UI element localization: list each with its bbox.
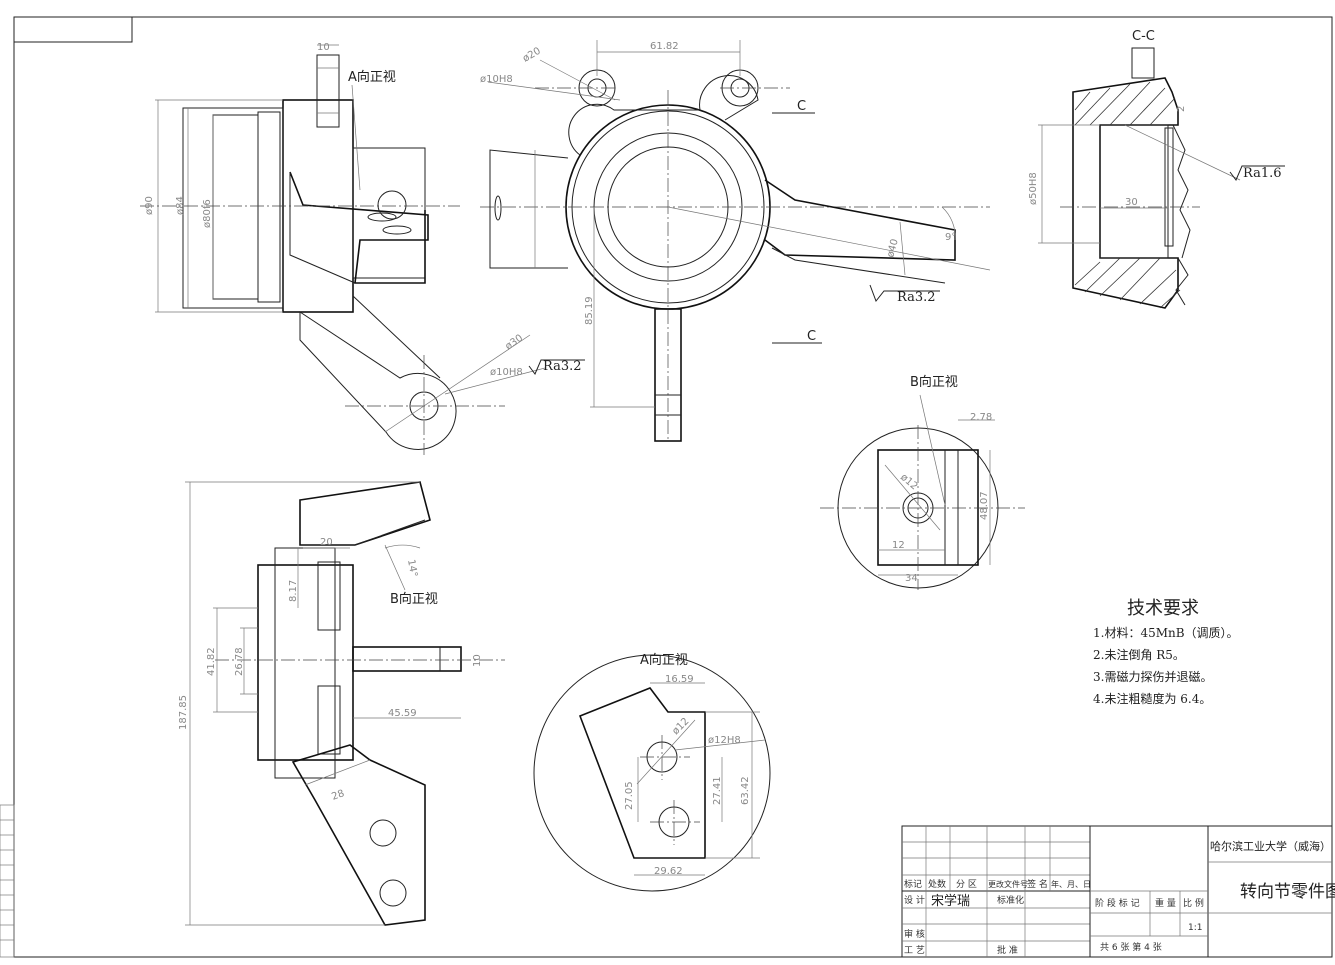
left-margin-strips	[0, 804, 15, 958]
hdr-date: 年、月、日	[1051, 879, 1091, 889]
dim-dia-12: ø12	[898, 472, 920, 493]
a-view-title: A向正视	[640, 652, 688, 668]
weight-label: 重 量	[1155, 897, 1176, 909]
roughness-ra32: Ra3.2	[543, 359, 582, 374]
a-view-detail: A向正视 16.59 ø12 ø12H8 27.05 27.41 63.42 2…	[533, 652, 771, 892]
section-mark-c-top: C	[797, 99, 806, 114]
roughness-symbol	[1229, 165, 1285, 181]
dim-dia-10h8: ø10H8	[480, 74, 513, 85]
dim-26-78: 26.78	[234, 647, 245, 676]
dim-28: 28	[330, 788, 346, 803]
tech-item-2: 2.未注倒角 R5。	[1093, 647, 1185, 662]
title-block: 标记 处数 分 区 更改文件号 签 名 年、月、日 设 计 标准化 审 核 工 …	[901, 825, 1335, 958]
code-box	[13, 16, 133, 43]
dim-dia-10h8: ø10H8	[490, 367, 523, 378]
main-front-view: Ra3.2 ø10H8 ø20 61.82 85.19 ø40 9° C C	[480, 40, 991, 442]
hdr-zone: 分 区	[956, 879, 977, 890]
a-view-label: A向正视	[348, 69, 396, 85]
sheet-count: 共 6 张 第 4 张	[1100, 941, 1162, 953]
dim-dia-20: ø20	[521, 46, 543, 65]
dim-34: 34	[905, 573, 918, 584]
dim-63-42: 63.42	[740, 776, 751, 805]
tech-item-3: 3.需磁力探伤并退磁。	[1093, 669, 1212, 684]
dim-10: 10	[472, 654, 483, 667]
dim-8-17: 8.17	[288, 580, 299, 602]
designer-name: 宋学瑞	[931, 893, 970, 909]
dim-dia-40: ø40	[885, 238, 901, 259]
hdr-count: 处数	[928, 878, 946, 890]
dim-length-30: 30	[1125, 197, 1138, 208]
dim-dia-30: ø30	[503, 333, 525, 353]
b-view-detail: B向正视 2.78 ø12 12 34 48.07	[820, 374, 1025, 590]
tech-item-1: 1.材料：45MnB（调质）。	[1093, 626, 1239, 640]
school-name: 哈尔滨工业大学（威海）	[1210, 839, 1331, 853]
dim-45-59: 45.59	[388, 708, 417, 719]
dim-width-61: 61.82	[650, 41, 679, 52]
dim-12: 12	[892, 540, 905, 551]
design-label: 设 计	[904, 894, 925, 906]
main-side-view: 10 ø90 ø84 ø80f6 ø30 ø10H8 Ra3.2 A向正视	[140, 42, 585, 455]
hdr-change-doc: 更改文件号	[988, 879, 1028, 889]
scale-value: 1:1	[1188, 923, 1202, 933]
roughness-symbol	[869, 284, 940, 302]
bottom-front-view: B向正视 187.85 20 14° 8.17 41.82 26.78 45.5…	[178, 481, 505, 926]
hdr-mark: 标记	[904, 878, 922, 890]
roughness-symbol	[528, 359, 585, 375]
dim-dia-84: ø84	[175, 196, 186, 215]
dim-2-78: 2.78	[970, 412, 992, 423]
section-cc-view: C-C ø50H8 30 2 Ra1.6	[1028, 29, 1285, 309]
dim-41-82: 41.82	[206, 647, 217, 676]
dim-29-62: 29.62	[654, 866, 683, 877]
tech-item-4: 4.未注粗糙度为 6.4。	[1093, 691, 1211, 706]
dim-dia-80: ø80f6	[202, 199, 213, 228]
dim-27-41: 27.41	[712, 776, 723, 805]
dim-angle-9: 9°	[945, 232, 956, 243]
dim-height-85: 85.19	[584, 296, 595, 325]
dim-27-05: 27.05	[624, 781, 635, 810]
process-label: 工 艺	[904, 945, 925, 956]
dim-20: 20	[320, 537, 333, 548]
section-title: C-C	[1132, 29, 1155, 44]
roughness-ra32: Ra3.2	[897, 290, 936, 305]
dim-14-deg: 14°	[405, 559, 419, 578]
stage-label: 阶 段 标 记	[1095, 897, 1140, 909]
dim-dia-12h8: ø12H8	[708, 735, 741, 746]
drawing-title: 转向节零件图	[1240, 882, 1335, 902]
dim-2: 2	[1176, 106, 1187, 112]
review-label: 审 核	[904, 928, 925, 940]
hdr-sign: 签 名	[1027, 878, 1048, 890]
standard-label: 标准化	[997, 894, 1024, 906]
scale-label: 比 例	[1183, 897, 1204, 909]
b-view-label: B向正视	[390, 591, 438, 607]
dim-16-59: 16.59	[665, 674, 694, 685]
dim-187: 187.85	[178, 695, 189, 730]
sheet-border	[13, 16, 1333, 958]
dim-dia-50h8: ø50H8	[1028, 172, 1039, 205]
b-view-title: B向正视	[910, 374, 958, 390]
section-mark-c-bottom: C	[807, 329, 816, 344]
dim-dia-90: ø90	[144, 196, 155, 215]
technical-requirements: 技术要求 1.材料：45MnB（调质）。 2.未注倒角 R5。 3.需磁力探伤并…	[1093, 598, 1239, 706]
dim-dia-12: ø12	[670, 716, 691, 737]
roughness-ra16: Ra1.6	[1243, 166, 1282, 181]
dim-48: 48.07	[979, 491, 990, 520]
approve-label: 批 准	[997, 944, 1018, 956]
dim-width-10: 10	[317, 42, 330, 53]
tech-title: 技术要求	[1127, 598, 1199, 619]
